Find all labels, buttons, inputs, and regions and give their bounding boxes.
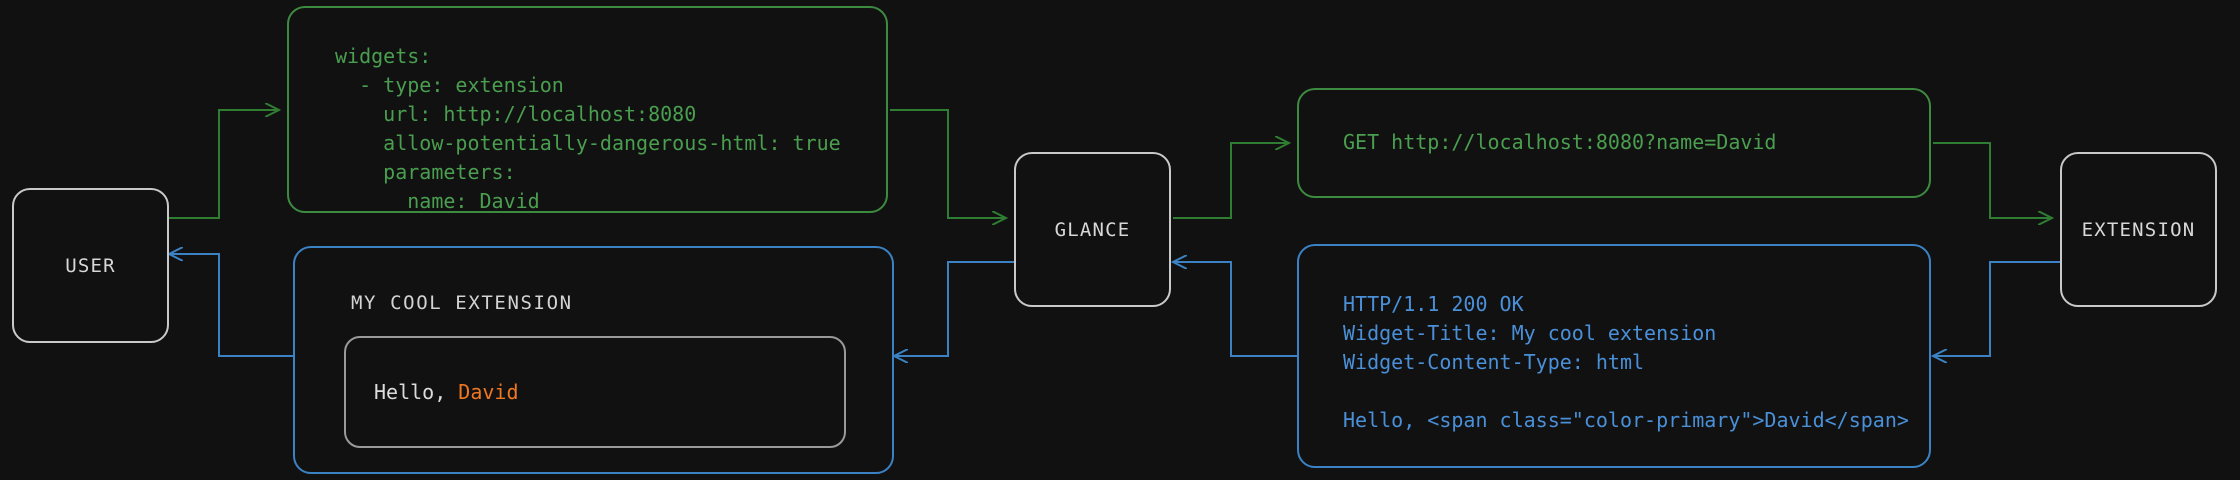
wire-widget-to-user — [169, 254, 293, 357]
widget-preview-title: MY COOL EXTENSION — [351, 292, 573, 314]
wire-response-to-glance — [1173, 262, 1297, 357]
wire-glance-to-request — [1173, 143, 1289, 219]
widget-preview-box: MY COOL EXTENSION Hello, David — [293, 246, 894, 474]
node-user-label: USER — [65, 254, 116, 277]
wire-glance-to-widget — [894, 261, 1014, 356]
node-user[interactable]: USER — [12, 188, 169, 343]
http-response-text: HTTP/1.1 200 OK Widget-Title: My cool ex… — [1343, 292, 1909, 432]
wire-config-to-glance — [890, 109, 1006, 218]
http-request-text: GET http://localhost:8080?name=David — [1343, 130, 1777, 154]
widget-preview-content: Hello, David — [344, 336, 846, 448]
yaml-config-box: widgets: - type: extension url: http://l… — [287, 6, 888, 213]
wire-extension-to-response — [1933, 261, 2060, 356]
widget-greeting: Hello, David — [346, 380, 519, 404]
widget-greeting-name: David — [458, 380, 519, 404]
http-response-box: HTTP/1.1 200 OK Widget-Title: My cool ex… — [1297, 244, 1931, 468]
wire-request-to-extension — [1933, 142, 2052, 218]
widget-greeting-prefix: Hello, — [374, 380, 459, 404]
node-glance[interactable]: GLANCE — [1014, 152, 1171, 307]
node-extension[interactable]: EXTENSION — [2060, 152, 2217, 307]
http-request-box: GET http://localhost:8080?name=David — [1297, 88, 1931, 198]
yaml-config-text: widgets: - type: extension url: http://l… — [335, 44, 841, 213]
node-glance-label: GLANCE — [1054, 218, 1131, 241]
wire-user-to-config — [169, 110, 279, 219]
node-extension-label: EXTENSION — [2081, 218, 2196, 241]
